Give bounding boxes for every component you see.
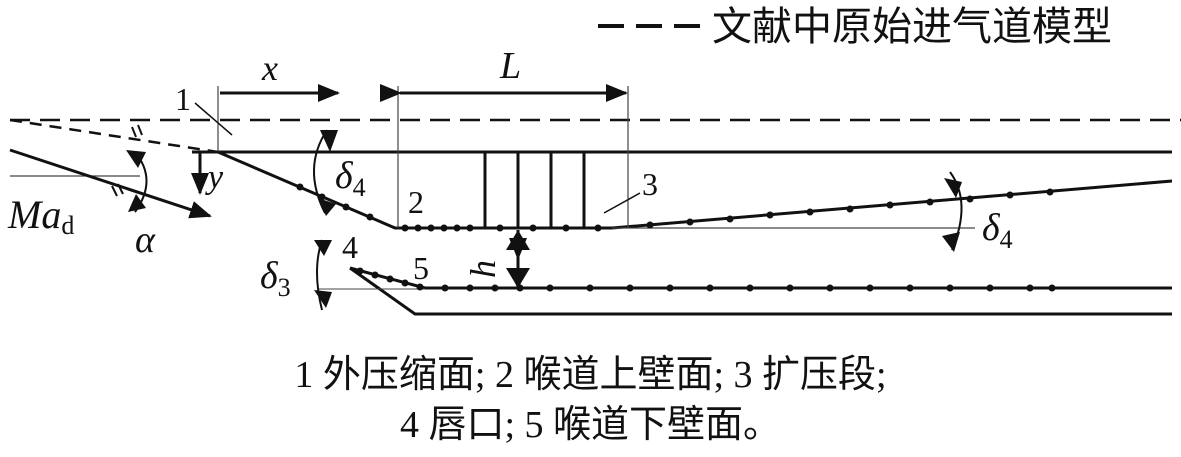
- caption-line-2: 4 唇口; 5 喉道下壁面。: [399, 404, 782, 446]
- parallel-tick-4: [117, 183, 124, 195]
- delta4-right-label: δ4: [982, 207, 1013, 254]
- marker-3-leader: [603, 192, 641, 214]
- alpha-arrowhead-bottom: [128, 194, 146, 212]
- delta3-arrowhead-bottom: [314, 290, 332, 308]
- L-label: L: [499, 45, 521, 87]
- cowl-lip-lower: [349, 266, 1172, 316]
- x-label: x: [261, 48, 278, 88]
- reference-lines: [10, 86, 975, 229]
- alpha-arrowhead-top: [126, 150, 146, 168]
- throat-bars: [483, 152, 586, 228]
- parallel-tick-2: [137, 124, 143, 136]
- h-label: h: [463, 260, 503, 278]
- h-arrowhead-up: [506, 230, 530, 250]
- original-ramp-dashed-line: [9, 118, 219, 154]
- delta4-left-arrowhead-bottom: [318, 198, 336, 216]
- marker-1-leader: [194, 102, 233, 136]
- marker-1: 1: [175, 81, 191, 117]
- delta4-left-arrowhead-top: [320, 130, 338, 152]
- marker-2: 2: [408, 184, 424, 220]
- h-arrowhead-down: [506, 268, 530, 288]
- mach-label: Mad: [7, 192, 74, 240]
- parallel-tick-3: [111, 185, 118, 197]
- delta3-arrowhead-top: [314, 240, 332, 256]
- alpha-label: α: [135, 219, 156, 261]
- y-label: y: [205, 159, 224, 196]
- delta4-right-arrowhead-top: [944, 178, 962, 198]
- mach-arrow: [9, 148, 212, 219]
- legend-label: 文献中原始进气道模型: [712, 4, 1112, 49]
- marker-4: 4: [342, 229, 358, 265]
- parallel-tick-1: [131, 126, 137, 138]
- delta3-label: δ3: [260, 255, 291, 302]
- marker-3: 3: [642, 166, 658, 202]
- delta4-left-label: δ4: [335, 155, 366, 202]
- delta4-right-arrowhead-bottom: [942, 232, 960, 252]
- caption-line-1: 1 外压缩面; 2 喉道上壁面; 3 扩压段;: [294, 354, 887, 396]
- marker-5: 5: [413, 250, 429, 286]
